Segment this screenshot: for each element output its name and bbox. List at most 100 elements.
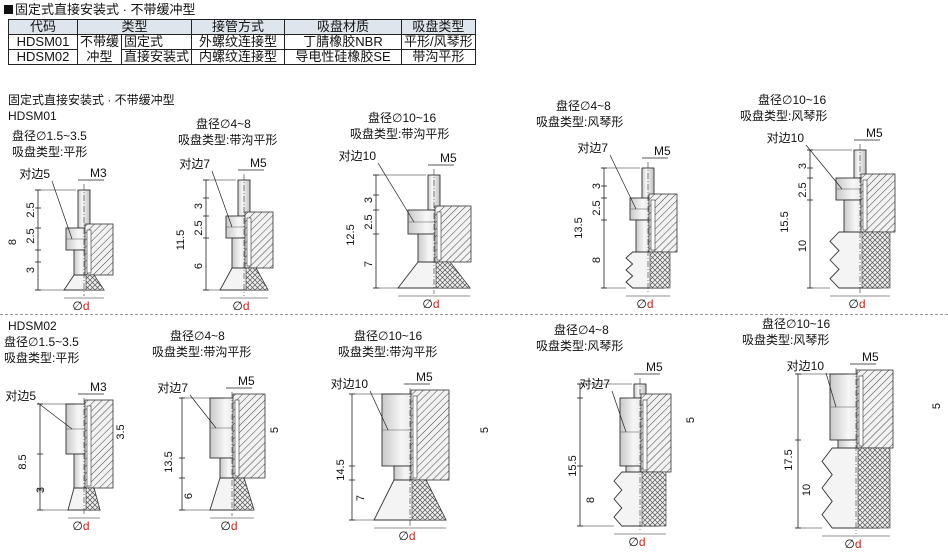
cup-section: [857, 447, 891, 529]
dimension-label: 10: [801, 484, 813, 496]
diameter-variable: d: [855, 537, 862, 551]
diameter-variable: d: [859, 297, 866, 311]
thread-size-label: M3: [90, 380, 107, 394]
dimension-line: [611, 390, 627, 433]
table-row: HDSM02 冲型 直接安装式 内螺纹连接型 导电性硅橡胶SE 带沟平形: [8, 49, 476, 65]
col-header-cup: 吸盘类型: [401, 19, 476, 35]
diameter-label: ∅d: [636, 297, 653, 311]
cup-section: [245, 267, 269, 291]
caption-cup-type: 吸盘类型:风琴形: [536, 339, 624, 353]
diameter-symbol: ∅: [848, 297, 858, 311]
diameter-symbol: ∅: [636, 297, 646, 311]
hex-width-label: 对边7: [577, 141, 608, 155]
dimension-line: [825, 372, 837, 408]
dimension-label: 12.5: [345, 224, 357, 245]
cell-type-b: 直接安装式: [121, 49, 193, 65]
dimension-label: 5: [931, 403, 943, 409]
thread-size-label: M5: [862, 350, 879, 364]
table-header-row: 代码 类型 接管方式 吸盘材质 吸盘类型: [8, 19, 476, 35]
hex-width-label: 对边5: [19, 167, 50, 181]
caption-diameter: 盘径∅10~16: [368, 111, 437, 125]
dimension-label: 6: [193, 263, 205, 269]
caption-cup-type: 吸盘类型:带沟平形: [338, 345, 438, 359]
caption-cup-type: 吸盘类型:带沟平形: [178, 133, 278, 147]
dimension-label: 7: [355, 495, 367, 501]
dimension-label: 7: [363, 261, 375, 267]
cup-section: [85, 487, 101, 511]
dimension-label: 3: [591, 183, 603, 189]
section-header: 固定式直接安装式 · 不带缓冲型: [4, 2, 196, 17]
air-passage: [650, 199, 656, 251]
col-header-material: 吸盘材质: [284, 19, 403, 35]
dimension-label: 8: [7, 239, 19, 245]
cell-code: HDSM01: [8, 34, 78, 50]
cell-type-b: 固定式: [121, 34, 193, 50]
dimension-label: 2.5: [591, 200, 603, 215]
diameter-symbol: ∅: [398, 529, 408, 543]
dimension-label: 5: [479, 427, 491, 433]
thread-size-label: M5: [416, 370, 433, 384]
dimension-label: 10: [797, 240, 809, 252]
diameter-symbol: ∅: [220, 519, 230, 533]
caption-cup-type: 吸盘类型:平形: [4, 351, 80, 365]
air-passage: [412, 395, 418, 479]
diameter-variable: d: [409, 529, 416, 543]
cup-section: [233, 477, 255, 511]
cup-section: [641, 471, 667, 527]
caption-diameter: 盘径∅4~8: [196, 117, 251, 131]
diameter-label: ∅d: [72, 519, 89, 533]
dimension-label: 8: [585, 497, 597, 503]
diameter-symbol: ∅: [844, 537, 854, 551]
diameter-variable: d: [231, 519, 238, 533]
diameter-symbol: ∅: [422, 297, 432, 311]
dimension-line: [37, 402, 73, 430]
dimension-label: 3.5: [115, 424, 127, 439]
diameter-label: ∅d: [398, 529, 415, 543]
diameter-symbol: ∅: [628, 535, 638, 549]
thread-size-label: M5: [654, 144, 671, 158]
cell-code: HDSM02: [8, 49, 78, 65]
air-passage: [86, 229, 92, 274]
caption-cup-type: 吸盘类型:风琴形: [740, 109, 828, 123]
caption-diameter: 盘径∅4~8: [554, 323, 609, 337]
diameter-label: ∅d: [232, 299, 249, 313]
dimension-label: 11.5: [175, 230, 187, 251]
dimension-label: 2.5: [363, 214, 375, 229]
section-hatch: [410, 389, 450, 481]
diameter-symbol: ∅: [232, 299, 242, 313]
cup-section: [435, 261, 471, 289]
dimension-label: 17.5: [783, 449, 795, 470]
air-passage: [436, 211, 442, 261]
cell-material: 丁腈橡胶NBR: [284, 34, 403, 50]
thread-size-label: M5: [440, 151, 457, 165]
hex-width-label: 对边10: [767, 131, 805, 145]
group-hdsm02-heading: HDSM02: [8, 318, 57, 334]
diameter-variable: d: [83, 519, 90, 533]
diameter-symbol: ∅: [72, 519, 82, 533]
section-title: 固定式直接安装式 · 不带缓冲型: [15, 2, 196, 17]
group-subtitle: 固定式直接安装式 · 不带缓冲型: [8, 93, 175, 107]
row-divider: [0, 314, 948, 315]
dimension-label: 5: [685, 417, 697, 423]
dimension-label: 2.5: [25, 228, 37, 243]
dimension-line: [377, 162, 415, 223]
caption-cup-type: 吸盘类型:风琴形: [536, 115, 624, 129]
cup-section: [411, 479, 447, 521]
dimension-line: [51, 180, 73, 240]
diameter-label: ∅d: [220, 519, 237, 533]
diameter-variable: d: [647, 297, 654, 311]
diameter-symbol: ∅: [72, 299, 82, 313]
cell-material: 导电性硅橡胶SE: [284, 49, 403, 65]
